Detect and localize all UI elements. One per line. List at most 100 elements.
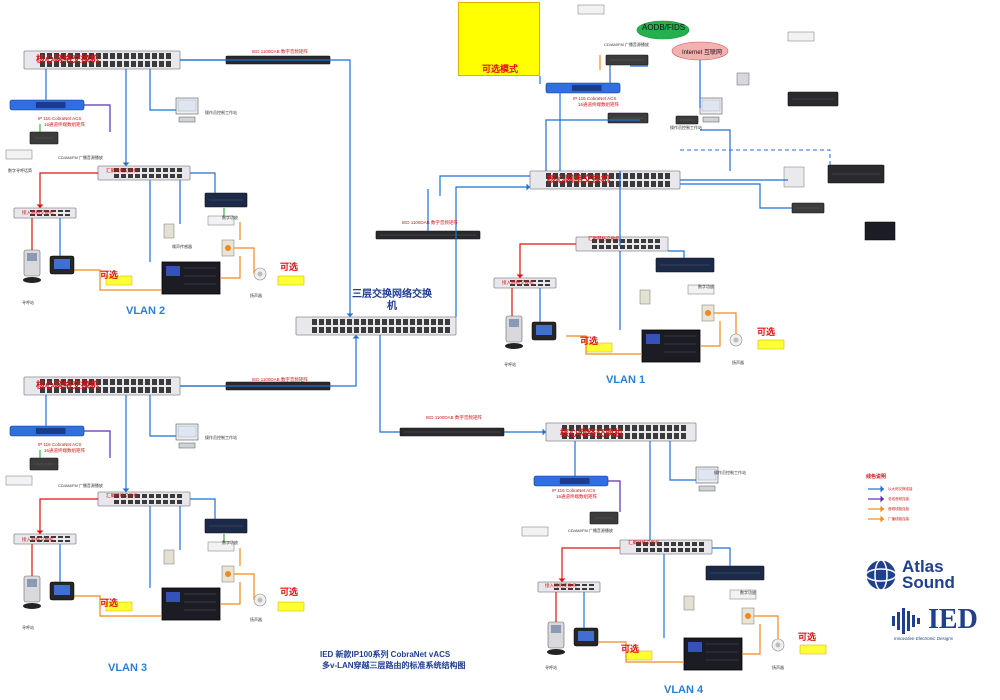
access-switch-vlan4-port — [582, 584, 587, 586]
legend-item-audio: 音频线路连接 — [888, 507, 909, 511]
agg-switch-label-v4: 汇聚网络交换机 — [628, 540, 660, 545]
l3-switch-port — [431, 319, 436, 325]
agg-switch-vlan3-port — [114, 494, 119, 498]
core-switch-vlan1-port — [665, 173, 670, 179]
pc-vlan1-screen — [701, 99, 721, 112]
eth-l3-vlan1 — [455, 186, 530, 317]
agg-switch-vlan2-port — [170, 174, 175, 178]
eth-core-pc-vlan3 — [149, 395, 176, 437]
agg-switch-vlan2-port — [149, 174, 154, 178]
core-switch-vlan2-port — [75, 53, 80, 59]
core-switch-vlan2-port — [138, 61, 143, 67]
eth-arrow-agg-vlan2 — [122, 162, 130, 166]
eth-arrow-vlan3-l3 — [352, 335, 360, 339]
agg-switch-vlan2-port — [114, 174, 119, 178]
core-switch-vlan3-port — [68, 379, 73, 385]
eth-core-pc-vlan2 — [149, 69, 176, 111]
core-switch-vlan4-port — [625, 433, 630, 439]
optional-label-v2b: 可选 — [280, 262, 299, 272]
l3-switch-port — [417, 327, 422, 333]
pc-caption-v3: 操作员控制工作站 — [205, 435, 237, 440]
eth-agg-nc-vlan4 — [712, 547, 731, 566]
agg-switch-vlan4-port — [664, 542, 669, 546]
access-switch-vlan3-port — [30, 540, 35, 542]
l3-switch-port — [375, 319, 380, 325]
acs-label-v4-2: 16通道终端数组矩阵 — [556, 494, 598, 499]
core-switch-vlan3-port — [131, 387, 136, 393]
agg-switch-vlan1-port — [641, 239, 646, 243]
pc-vlan2-keyboard — [178, 116, 196, 123]
wall-panel-vlan1 — [783, 166, 805, 188]
core-switch-vlan2-port — [131, 53, 136, 59]
core-switch-vlan4-port — [632, 433, 637, 439]
spk-caption-v2: 扬声器 — [250, 293, 262, 298]
access-switch-vlan3-port — [44, 536, 49, 538]
l3-switch-port — [333, 319, 338, 325]
legend-arrow-ethernet — [880, 485, 884, 493]
core-switch-vlan4-port — [660, 433, 665, 439]
eth-core-gw-vlan1 — [545, 119, 640, 171]
access-switch-vlan3-port — [51, 540, 56, 542]
core-switch-vlan4-port — [583, 433, 588, 439]
core-switch-vlan3-port — [103, 379, 108, 385]
core-switch-vlan2-port — [68, 61, 73, 67]
aodb-label: AODB/FIDS — [642, 23, 686, 32]
core-switch-vlan3-port — [96, 379, 101, 385]
l3-switch-port — [403, 319, 408, 325]
agg-switch-vlan4-port — [657, 548, 662, 552]
core-switch-vlan4-port — [597, 425, 602, 431]
access-switch-vlan3-port — [30, 536, 35, 538]
ip-device-vlan1 — [687, 284, 715, 295]
agg-switch-vlan4-port — [636, 542, 641, 546]
core-switch-vlan4-port — [604, 425, 609, 431]
access-switch-vlan2-port — [37, 214, 42, 216]
access-switch-label-v4: 接入网络交换机 — [545, 583, 577, 588]
l3-switch-port — [361, 319, 366, 325]
core-switch-vlan3-port — [152, 387, 157, 393]
agg-switch-vlan1-port — [599, 239, 604, 243]
atlas-globe-icon — [865, 559, 897, 591]
core-switch-label-v2: 核心网络交换机 — [36, 54, 100, 64]
l3-switch-port — [340, 327, 345, 333]
audio-paging-rack-vlan2 — [74, 269, 162, 291]
access-switch-vlan1-port — [510, 284, 515, 286]
agg-switch-vlan4-port — [650, 548, 655, 552]
vlan-2-label: VLAN 2 — [126, 305, 166, 317]
core-switch-vlan1-port — [567, 181, 572, 187]
red-arrow-vlan2 — [36, 204, 44, 208]
acs-unit-vlan2-display — [35, 102, 66, 108]
core-switch-vlan1-port — [602, 181, 607, 187]
optional-label-v4b: 可选 — [798, 632, 817, 642]
eth-core-pc-vlan4 — [669, 441, 696, 481]
core-switch-vlan1-port — [588, 181, 593, 187]
audio-rack-amp-vlan3 — [220, 582, 241, 605]
core-switch-vlan2-port — [110, 53, 115, 59]
paging-caption-v2: 寻呼站 — [22, 300, 34, 305]
core-switch-vlan4-port — [576, 425, 581, 431]
core-switch-vlan2-port — [145, 53, 150, 59]
l3-switch-port — [410, 327, 415, 333]
vlan-4-label: VLAN 4 — [664, 684, 704, 696]
agg-switch-vlan1-port — [592, 239, 597, 243]
agg-switch-vlan3-port — [163, 500, 168, 504]
ip-device-vlan3 — [207, 541, 235, 552]
access-switch-vlan4-port — [575, 584, 580, 586]
core-switch-vlan2-port — [145, 61, 150, 67]
paging-station-vlan4-console-screen — [578, 631, 594, 641]
core-switch-vlan4-port — [674, 425, 679, 431]
optional-label-v2: 可选 — [100, 270, 119, 280]
acs-unit-vlan4-display — [559, 478, 590, 484]
speaker-vlan4-cone — [775, 642, 781, 648]
pc-vlan4-keyboard — [698, 485, 716, 492]
agg-switch-vlan4-port — [671, 542, 676, 546]
core-switch-vlan1-port — [574, 181, 579, 187]
paging-caption-v4: 寻呼站 — [545, 665, 557, 670]
agg-switch-vlan3-port — [135, 500, 140, 504]
access-switch-vlan2-port — [51, 210, 56, 212]
l3-switch-port — [445, 327, 450, 333]
core-switch-vlan1-port — [630, 181, 635, 187]
access-switch-label-v3: 接入网络交换机 — [22, 537, 54, 542]
l3-switch-port — [438, 319, 443, 325]
agg-switch-vlan1-port — [606, 245, 611, 249]
core-switch-vlan4-port — [625, 425, 630, 431]
